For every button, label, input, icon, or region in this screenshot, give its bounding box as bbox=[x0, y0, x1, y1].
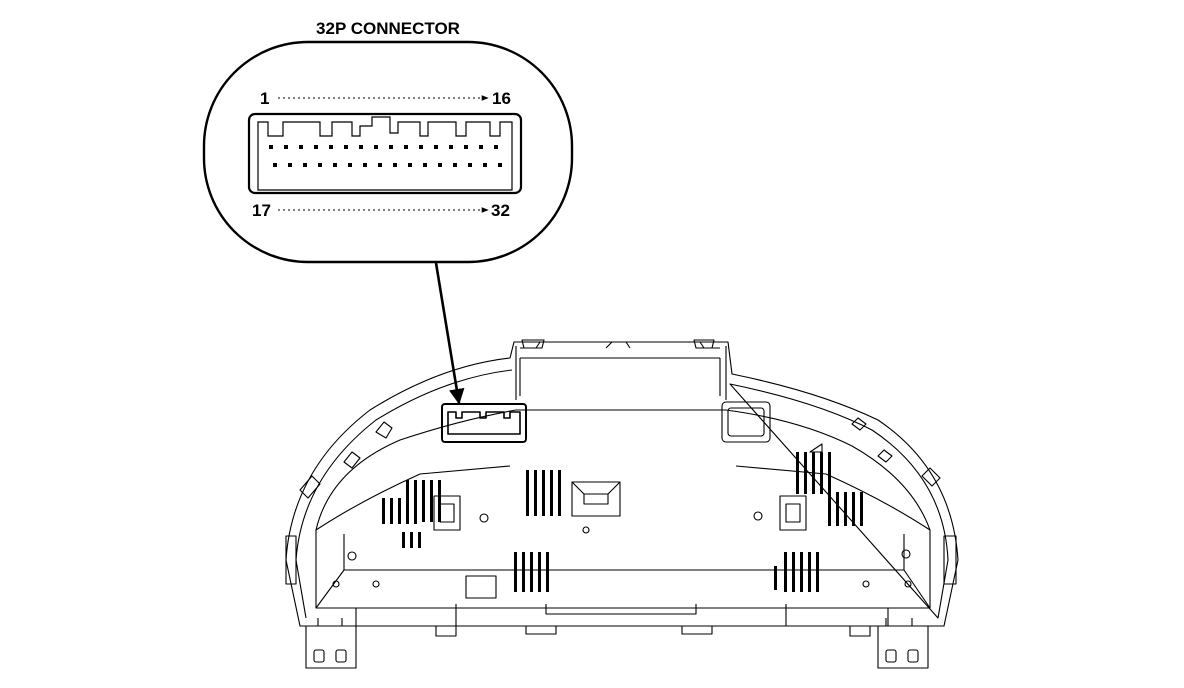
unit-connector-housing bbox=[441, 403, 527, 443]
pin bbox=[269, 145, 273, 149]
pin bbox=[344, 145, 348, 149]
pin bbox=[464, 145, 468, 149]
housing-outer bbox=[285, 341, 959, 627]
pin-row-bottom bbox=[273, 163, 502, 167]
vent-slot bbox=[550, 470, 553, 516]
vent-slot bbox=[804, 452, 807, 494]
pin-label-bottom-start: 17 bbox=[252, 201, 271, 220]
vent-slot bbox=[860, 492, 863, 526]
unit-socket-square bbox=[721, 401, 771, 443]
vent-slot bbox=[406, 480, 409, 522]
vent-slot bbox=[844, 492, 847, 526]
vent-slot bbox=[430, 480, 433, 522]
callout-outline bbox=[202, 40, 574, 264]
pin bbox=[329, 145, 333, 149]
pin bbox=[273, 163, 277, 167]
vent-slot bbox=[514, 552, 517, 592]
unit-connector-face bbox=[447, 411, 521, 435]
vent-slot bbox=[438, 480, 441, 522]
vent-slot bbox=[784, 552, 787, 592]
vent-slot bbox=[530, 552, 533, 592]
pin bbox=[479, 145, 483, 149]
pin bbox=[449, 145, 453, 149]
vent-slot bbox=[542, 470, 545, 516]
housing-inner-rim bbox=[295, 369, 949, 619]
pin bbox=[318, 163, 322, 167]
pin-label-bottom-end: 32 bbox=[491, 201, 510, 220]
vent-slot bbox=[546, 552, 549, 592]
center-mount bbox=[571, 481, 621, 517]
vent-slot bbox=[418, 532, 421, 548]
vent-slot bbox=[526, 470, 529, 516]
vent-slot bbox=[774, 566, 777, 590]
pin-label-top-start: 1 bbox=[260, 89, 269, 108]
vent-slot bbox=[422, 480, 425, 522]
right-foot bbox=[877, 626, 929, 669]
pin bbox=[438, 163, 442, 167]
vent-slot bbox=[382, 498, 385, 524]
pin bbox=[299, 145, 303, 149]
vent-slot bbox=[820, 452, 823, 494]
left-foot bbox=[305, 626, 357, 669]
gauge-control-unit bbox=[285, 339, 959, 669]
right-mount bbox=[779, 495, 807, 531]
vent-slot bbox=[800, 552, 803, 592]
vent-slot bbox=[538, 552, 541, 592]
connector-callout: 32P CONNECTOR 1 16 17 32 bbox=[202, 19, 574, 264]
pin bbox=[348, 163, 352, 167]
pin bbox=[389, 145, 393, 149]
vent-slot bbox=[796, 452, 799, 494]
vent-slot bbox=[534, 470, 537, 516]
pin bbox=[494, 145, 498, 149]
pin-label-top-end: 16 bbox=[492, 89, 511, 108]
pin bbox=[453, 163, 457, 167]
pin bbox=[468, 163, 472, 167]
leader-arrow bbox=[434, 262, 465, 405]
vent-slot bbox=[398, 498, 401, 524]
vent-slot bbox=[414, 480, 417, 522]
vent-slot bbox=[522, 552, 525, 592]
pin bbox=[303, 163, 307, 167]
pin bbox=[288, 163, 292, 167]
pin bbox=[314, 145, 318, 149]
pin bbox=[284, 145, 288, 149]
pin bbox=[333, 163, 337, 167]
vent-slot bbox=[812, 452, 815, 494]
pin bbox=[498, 163, 502, 167]
connector-face bbox=[247, 112, 523, 195]
vent-slot bbox=[390, 498, 393, 524]
vent-slot bbox=[852, 492, 855, 526]
pin bbox=[408, 163, 412, 167]
vent-slot bbox=[828, 452, 831, 494]
vent-slot bbox=[792, 552, 795, 592]
pin bbox=[378, 163, 382, 167]
callout-title: 32P CONNECTOR bbox=[316, 19, 460, 38]
pin bbox=[359, 145, 363, 149]
pin bbox=[423, 163, 427, 167]
housing-top-tower bbox=[515, 346, 727, 400]
pin-row-top bbox=[269, 145, 498, 149]
vent-slot bbox=[836, 492, 839, 526]
vent-slot bbox=[558, 470, 561, 516]
pin bbox=[404, 145, 408, 149]
pin bbox=[483, 163, 487, 167]
vent-slot bbox=[410, 532, 413, 548]
vent-slot bbox=[828, 492, 831, 526]
pin bbox=[363, 163, 367, 167]
housing-face bbox=[315, 409, 931, 609]
pin bbox=[419, 145, 423, 149]
pin bbox=[434, 145, 438, 149]
vent-slot bbox=[808, 552, 811, 592]
vent-slot bbox=[402, 532, 405, 548]
pin bbox=[374, 145, 378, 149]
vent-slots bbox=[382, 452, 863, 592]
left-mount bbox=[433, 495, 461, 531]
vent-slot bbox=[816, 552, 819, 592]
pin bbox=[393, 163, 397, 167]
